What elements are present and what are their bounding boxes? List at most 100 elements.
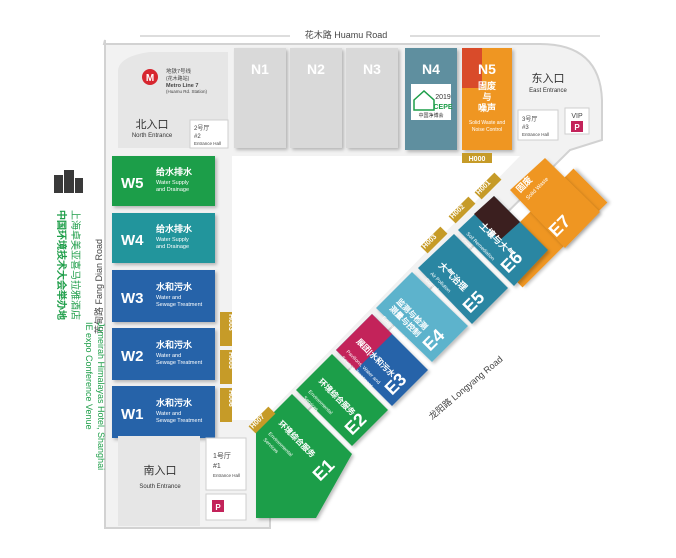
parking-south-icon bbox=[212, 500, 224, 512]
svg-text:N3: N3 bbox=[363, 61, 381, 77]
hall-n3[interactable]: N3 bbox=[346, 48, 398, 148]
north-entrance-cn: 北入口 bbox=[136, 118, 169, 131]
metro-en2: (Huamu Rd. Station) bbox=[166, 89, 208, 94]
metro-sign[interactable]: M 地铁7号线 (花木路站) Metro Line 7 (Huamu Rd. S… bbox=[142, 67, 208, 94]
hall-n4[interactable]: N4 2019 CEPE 中国净博会 bbox=[405, 48, 457, 150]
svg-text:中国净博会: 中国净博会 bbox=[418, 112, 443, 119]
svg-text:CEPE: CEPE bbox=[433, 104, 452, 111]
south-entrance-cn: 南入口 bbox=[144, 464, 177, 477]
metro-icon-m: M bbox=[146, 73, 154, 84]
hall3-en: Entrance Hall bbox=[522, 132, 549, 137]
cepe-house-icon bbox=[413, 89, 435, 111]
svg-text:Solid Waste and: Solid Waste and bbox=[469, 120, 505, 126]
svg-text:N2: N2 bbox=[307, 61, 325, 77]
hall-e6[interactable]: 土壤与大气 Soil Remediation Control and Soil … bbox=[458, 196, 548, 286]
hall-w2[interactable]: W2 水和污水 Water and Sewage Treatment bbox=[112, 328, 215, 380]
corridor-h004[interactable]: H003 bbox=[220, 312, 234, 346]
svg-text:Water Supply: Water Supply bbox=[156, 237, 189, 243]
courtyard bbox=[232, 156, 520, 420]
svg-text:水和污水: 水和污水 bbox=[156, 281, 193, 292]
east-entrance-en: East Entrance bbox=[529, 88, 567, 94]
svg-text:Sewage Treatment: Sewage Treatment bbox=[156, 302, 203, 308]
hall-e5[interactable]: 大气治理 Air Pollution Control E5 bbox=[418, 234, 508, 324]
svg-text:W3: W3 bbox=[121, 290, 144, 307]
building-icon-2 bbox=[64, 170, 74, 193]
n5-accent bbox=[462, 48, 482, 88]
svg-text:N4: N4 bbox=[422, 61, 440, 77]
metro-cn2: (花木路站) bbox=[166, 75, 190, 82]
hall3-cn: 3号厅 bbox=[522, 116, 537, 123]
hall1-num: #1 bbox=[213, 463, 221, 470]
svg-text:W2: W2 bbox=[121, 348, 144, 365]
hall-w3[interactable]: W3 水和污水 Water and Sewage Treatment bbox=[112, 270, 215, 322]
hall-w1[interactable]: W1 水和污水 Water and Sewage Treatment bbox=[112, 386, 215, 438]
svg-text:水和污水: 水和污水 bbox=[156, 397, 193, 408]
svg-text:W1: W1 bbox=[121, 406, 144, 423]
hall-n2[interactable]: N2 bbox=[290, 48, 342, 148]
hall1-en: Entrance Hall bbox=[213, 473, 240, 478]
venue-hotel-en: Jumeirah Himalayas Hotel, Shanghai bbox=[96, 322, 106, 470]
metro-icon bbox=[142, 69, 158, 85]
svg-text:与: 与 bbox=[482, 91, 491, 102]
svg-text:H006: H006 bbox=[227, 390, 234, 407]
hall-w4[interactable]: W4 给水排水 Water Supply and Drainage bbox=[112, 213, 215, 263]
parking-south: P bbox=[215, 503, 221, 512]
venue-en: IE expo Conference Venue bbox=[84, 322, 94, 430]
hall3-num: #3 bbox=[522, 125, 529, 131]
metro-en: Metro Line 7 bbox=[166, 83, 198, 89]
entrance-hall-3[interactable] bbox=[517, 109, 559, 141]
svg-text:Sewage Treatment: Sewage Treatment bbox=[156, 418, 203, 424]
hall-e1[interactable]: 环境综合服务 Environmental Services E1 bbox=[256, 394, 352, 518]
south-entrance-zone bbox=[118, 436, 200, 526]
road-huamu: 花木路 Huamu Road bbox=[305, 29, 388, 40]
svg-text:给水排水: 给水排水 bbox=[156, 223, 193, 234]
entrance-hall-1[interactable] bbox=[205, 437, 247, 491]
svg-text:水和污水: 水和污水 bbox=[156, 339, 193, 350]
svg-text:Noise Control: Noise Control bbox=[472, 127, 502, 133]
vip-label: VIP bbox=[571, 113, 583, 120]
hall2-num: #2 bbox=[194, 134, 201, 140]
svg-text:Water Supply: Water Supply bbox=[156, 180, 189, 186]
svg-text:噪声: 噪声 bbox=[478, 102, 496, 113]
cepe-logo bbox=[411, 84, 451, 120]
svg-text:固废: 固废 bbox=[478, 80, 496, 91]
corridor-h006[interactable]: H006 bbox=[220, 388, 234, 422]
svg-text:Water and: Water and bbox=[156, 353, 181, 359]
building-icon bbox=[54, 175, 63, 193]
svg-text:2019: 2019 bbox=[435, 94, 451, 101]
venue-organizer: 中国环境技术大会举办地 bbox=[55, 210, 68, 320]
svg-text:and Drainage: and Drainage bbox=[156, 187, 189, 193]
entrance-hall-2[interactable] bbox=[189, 119, 229, 149]
venue-legend: 中国环境技术大会举办地 上海卓美亚喜马拉雅酒店 IE expo Conferen… bbox=[54, 170, 106, 470]
corridor-h000[interactable]: H000 bbox=[462, 153, 492, 163]
hall-w5[interactable]: W5 给水排水 Water Supply and Drainage bbox=[112, 156, 215, 206]
hall2-en: Entrance Hall bbox=[194, 141, 221, 146]
svg-text:W5: W5 bbox=[121, 175, 144, 192]
svg-text:Water and: Water and bbox=[156, 295, 181, 301]
svg-text:H000: H000 bbox=[469, 156, 486, 163]
svg-text:N1: N1 bbox=[251, 61, 269, 77]
parking-east-icon bbox=[571, 121, 583, 132]
hall2-cn: 2号厅 bbox=[194, 125, 209, 132]
south-entrance-en: South Entrance bbox=[139, 484, 181, 490]
svg-text:and Drainage: and Drainage bbox=[156, 244, 189, 250]
hall-e4[interactable]: 监测与检测 测量与控制 Environmental Monitoring E4 bbox=[376, 272, 468, 362]
hall-n1[interactable]: N1 bbox=[234, 48, 286, 148]
north-entrance-en: North Entrance bbox=[132, 133, 173, 139]
parking-east: P bbox=[574, 123, 580, 132]
metro-cn: 地铁7号线 bbox=[166, 67, 192, 75]
svg-text:H003: H003 bbox=[227, 314, 234, 331]
svg-text:给水排水: 给水排水 bbox=[156, 166, 193, 177]
road-fangdian: 芳甸路 Fang Dian Road bbox=[93, 239, 104, 334]
hall1-cn: 1号厅 bbox=[213, 452, 231, 460]
svg-text:Water and: Water and bbox=[156, 411, 181, 417]
svg-text:W4: W4 bbox=[121, 232, 144, 249]
venue-hotel-cn: 上海卓美亚喜马拉雅酒店 bbox=[69, 210, 82, 320]
corridor-h005[interactable]: H005 bbox=[220, 350, 234, 384]
svg-text:H005: H005 bbox=[227, 352, 234, 369]
svg-text:Sewage Treatment: Sewage Treatment bbox=[156, 360, 203, 366]
hall-n5[interactable]: N5 固废 与 噪声 Solid Waste and Noise Control bbox=[462, 48, 512, 150]
svg-text:N5: N5 bbox=[478, 61, 496, 77]
